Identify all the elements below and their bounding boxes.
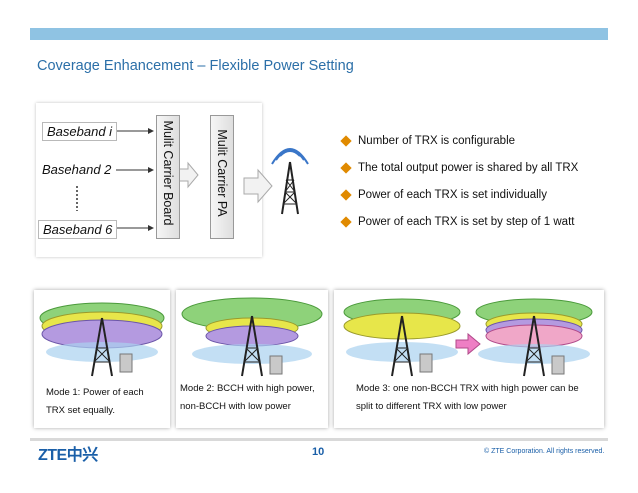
base-station-icon [551,355,565,375]
mode1-caption-line2: TRX set equally. [46,405,115,416]
base-station-icon [119,353,133,373]
arrow-right-icon [455,332,481,356]
antenna-tower-icon [391,315,413,377]
feature-bullet-list: Number of TRX is configurable The total … [340,133,579,241]
carrier-board-label: Mulit Carrier Board [161,120,175,226]
mode1-panel: Mode 1: Power of each TRX set equally. [34,290,170,428]
baseband-label-3: Baseband 6 [38,220,118,239]
bullet-text: Number of TRX is configurable [358,135,516,147]
power-diagram: Baseband i Basehand 2 Baseband 6 Mulit C… [36,103,262,257]
antenna-tower-icon [271,148,309,215]
antenna-tower-icon [241,315,263,377]
tower-graphic [243,148,309,215]
diamond-bullet-icon [340,189,352,201]
arrow-right-icon [243,168,273,204]
baseband-label-2: Basehand 2 [42,162,112,177]
slide-title: Coverage Enhancement – Flexible Power Se… [37,58,354,74]
mode3-coverage-graphic [343,298,593,377]
baseband-label-1: Baseband i [42,122,118,141]
diamond-bullet-icon [340,135,352,147]
carrier-pa-box: Mulit Carrier PA [210,115,234,239]
zte-logo: ZTE中兴 [38,447,98,464]
antenna-tower-icon [91,317,113,377]
bullet-text: Power of each TRX is set individually [358,189,547,201]
mode2-caption-line1: Mode 2: BCCH with high power, [180,383,315,394]
footer-divider [30,438,608,441]
page-number: 10 [312,446,325,458]
mode3-caption-line2: split to different TRX with low power [356,401,507,412]
base-station-icon [419,353,433,373]
diagram-connectors [76,128,199,231]
mode1-caption-line1: Mode 1: Power of each [46,387,144,398]
mode2-coverage-graphic [181,297,323,377]
carrier-board-box: Mulit Carrier Board [156,115,180,239]
mode1-coverage-graphic [39,302,165,377]
diamond-bullet-icon [340,162,352,174]
diamond-bullet-icon [340,216,352,228]
mode2-panel: Mode 2: BCCH with high power, non-BCCH w… [176,290,328,428]
copyright-notice: © ZTE Corporation. All rights reserved. [484,448,605,455]
arrow-right-icon [177,161,199,189]
mode3-panel: Mode 3: one non-BCCH TRX with high power… [334,290,604,428]
carrier-pa-label: Mulit Carrier PA [215,129,229,217]
bullet-text: The total output power is shared by all … [358,162,579,174]
antenna-tower-icon [523,315,545,377]
mode2-caption-line2: non-BCCH with low power [180,401,291,412]
bullet-item: Number of TRX is configurable [340,133,578,160]
bullet-item: Power of each TRX is set individually [340,187,578,214]
bullet-item: Power of each TRX is set by step of 1 wa… [340,214,578,241]
mode3-caption-line1: Mode 3: one non-BCCH TRX with high power… [356,383,579,394]
base-station-icon [269,355,283,375]
bullet-item: The total output power is shared by all … [340,160,579,187]
bullet-text: Power of each TRX is set by step of 1 wa… [358,216,575,228]
header-bar [30,28,608,40]
